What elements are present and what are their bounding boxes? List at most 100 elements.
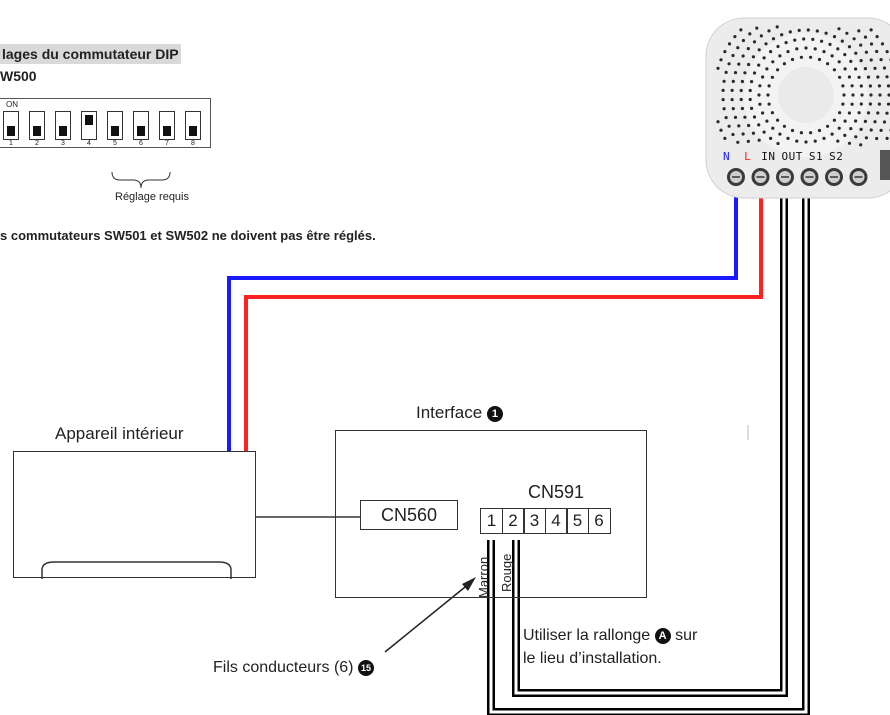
red-live-wire <box>244 170 763 451</box>
vent-dot <box>885 136 889 140</box>
vent-dot <box>857 29 861 33</box>
vent-dot <box>771 37 776 41</box>
vent-dot <box>863 67 868 71</box>
vent-dot <box>886 102 890 106</box>
vent-dot <box>868 84 873 88</box>
extension-note-line1: Utiliser la rallonge <box>523 627 651 644</box>
vent-dot <box>841 84 845 88</box>
vent-dot <box>875 49 879 54</box>
dip-switch-3 <box>55 111 71 140</box>
module-vent-dots <box>716 25 890 147</box>
vent-dot <box>843 53 847 57</box>
vent-dot <box>762 130 766 134</box>
vent-dot <box>767 29 771 33</box>
vent-dot <box>869 58 873 62</box>
vent-dot <box>813 47 817 51</box>
vent-dot <box>836 139 840 143</box>
terminal-screw-s1 <box>825 168 843 186</box>
vent-dot <box>786 50 790 54</box>
vent-dot <box>854 67 858 71</box>
vent-dot <box>724 116 728 120</box>
vent-dot <box>852 37 856 41</box>
vent-dot <box>782 62 787 66</box>
vent-dot <box>845 31 849 35</box>
vent-dot <box>817 128 822 133</box>
vent-dot <box>727 62 731 66</box>
vent-dot <box>757 138 761 142</box>
leads-pointer-arrowhead <box>462 577 476 591</box>
vent-dot <box>880 42 885 46</box>
leads-badge: 15 <box>357 659 374 676</box>
vent-dot <box>832 35 837 39</box>
vent-dot <box>741 132 745 136</box>
blue-neutral-wire <box>227 170 738 451</box>
wire-label-marron: Marron <box>476 556 491 598</box>
terminal-label-in: IN <box>761 150 776 163</box>
vent-dot <box>854 51 858 55</box>
vent-dot <box>793 38 797 42</box>
vent-dot <box>879 128 883 132</box>
vent-dot <box>822 136 826 140</box>
vent-dot <box>863 35 868 39</box>
vent-dot <box>739 88 743 93</box>
vent-dot <box>876 75 880 79</box>
vent-dot <box>859 59 863 63</box>
vent-dot <box>869 42 874 46</box>
vent-dot <box>832 118 837 122</box>
vent-dot <box>782 124 787 128</box>
vent-dot <box>733 71 738 75</box>
vent-dot <box>741 54 745 58</box>
vent-dot <box>722 79 726 83</box>
vent-dot <box>770 75 775 79</box>
black-wire-out-inner <box>489 170 808 714</box>
vent-dot <box>719 128 723 132</box>
vent-dot <box>843 67 847 71</box>
vent-dot <box>817 57 822 62</box>
vent-dot <box>882 120 887 124</box>
vent-dot <box>826 62 830 66</box>
vent-dot <box>739 97 743 102</box>
vent-dot <box>764 42 768 46</box>
terminal-screw-n <box>727 168 745 186</box>
vent-dot <box>766 93 770 97</box>
dip-switch-number: 4 <box>87 140 91 147</box>
vent-dot <box>736 46 740 50</box>
dip-switch-number: 7 <box>165 140 169 147</box>
vent-dot <box>747 62 751 67</box>
vent-dot <box>716 120 720 124</box>
vent-dot <box>737 124 741 128</box>
vent-dot <box>733 115 738 119</box>
vent-dot <box>847 75 852 79</box>
vent-dot <box>762 56 766 60</box>
dip-switch-2 <box>29 111 45 140</box>
vent-dot <box>864 50 869 54</box>
indoor-unit-label: Appareil intérieur <box>55 424 184 443</box>
vent-dot <box>746 47 750 51</box>
extension-note-line2: le lieu d’installation. <box>523 650 662 667</box>
vent-dot <box>778 54 782 58</box>
vent-dot <box>795 139 799 143</box>
vent-dot <box>797 28 801 32</box>
vent-dot <box>813 139 817 143</box>
vent-dot <box>804 46 808 50</box>
vent-dot <box>879 58 883 62</box>
terminal-screw-s2 <box>849 168 868 186</box>
vent-dot <box>866 75 871 79</box>
vent-dot <box>847 45 852 49</box>
vent-dot <box>765 119 769 123</box>
vent-dot <box>747 123 751 128</box>
vent-dot <box>795 47 799 51</box>
terminal-screw-in <box>776 168 794 186</box>
vent-dot <box>776 44 780 49</box>
vent-dot <box>758 84 762 88</box>
dip-switch-knob <box>189 126 197 136</box>
dip-switch-knob <box>59 126 67 136</box>
cn591-pin-4: 4 <box>544 508 568 534</box>
vent-dot <box>775 25 779 29</box>
vent-dot <box>748 32 752 36</box>
vent-dot <box>731 79 735 83</box>
vent-dot <box>849 127 853 131</box>
dip-switch-number: 6 <box>139 140 143 147</box>
vent-dot <box>788 30 792 34</box>
